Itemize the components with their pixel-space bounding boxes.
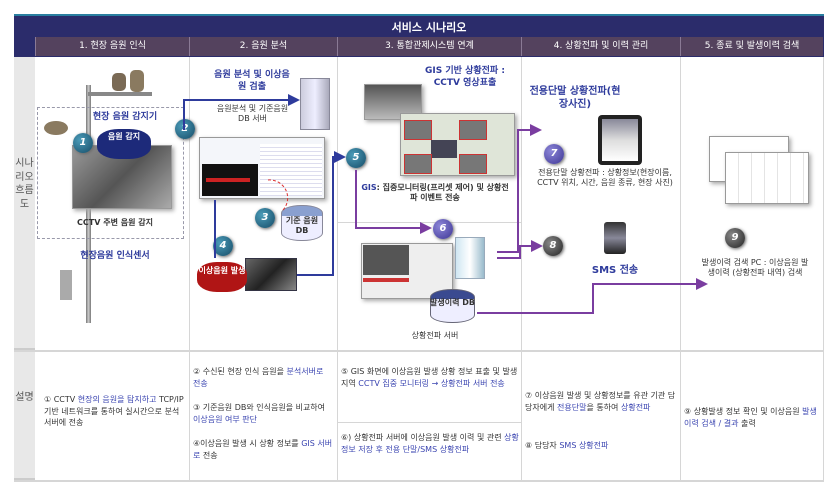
diagram-title: 서비스 시나리오 xyxy=(391,21,467,34)
sensor-caption: 현장음원 인식센서 xyxy=(80,251,150,261)
gis-title: GIS 기반 상황전파 : CCTV 영상표출 xyxy=(425,66,505,88)
arrow-6 xyxy=(355,170,432,234)
step-1-badge: 1 xyxy=(73,133,93,153)
column-header-2: 2. 음원 분석 xyxy=(189,37,337,56)
reference-db-icon xyxy=(281,205,323,241)
microphone-icon xyxy=(44,121,68,135)
step-5-badge: 5 xyxy=(346,148,366,168)
step-4-badge: 4 xyxy=(213,236,233,256)
detect-burst: 음원 감지 xyxy=(97,129,151,159)
sms-caption: SMS 전송 xyxy=(591,265,639,276)
cctv-caption: CCTV 주변 음원 감지 xyxy=(77,218,153,227)
search-caption: 발생이력 검색 PC : 이상음원 발생이력 (상황전파 내역) 검색 xyxy=(701,258,809,278)
step-8-badge: 8 xyxy=(543,236,563,256)
db-label: 기준 음원DB xyxy=(285,216,319,236)
desc-step-1: ① CCTV 현장의 음원을 탐지하고 TCP/IP기반 네트워크를 통하여 실… xyxy=(44,395,184,428)
cctv-camera-icon xyxy=(130,70,144,92)
gis-map-image xyxy=(400,113,515,176)
step-9-badge: 9 xyxy=(725,228,745,248)
tablet-icon xyxy=(598,115,642,165)
step-6-badge: 6 xyxy=(433,219,453,239)
abnormal-scene-image xyxy=(245,258,297,291)
abnormal-burst: 이상음원 발생 xyxy=(197,262,247,292)
desc-step-8: ⑧ 담당자 SMS 상황전파 xyxy=(525,441,609,450)
phone-icon xyxy=(604,222,626,254)
analysis-title: 음원 분석 및 이상음원 검출 xyxy=(214,70,290,92)
dispatch-server-icon xyxy=(455,237,485,279)
desc-step-2: ② 수신된 현장 인식 음원을 분석서버로 전송 xyxy=(193,367,324,388)
step-3-badge: 3 xyxy=(255,208,275,228)
analysis-server-icon xyxy=(300,78,330,130)
gis-caption-lead: GIS xyxy=(361,183,377,192)
step-7-badge: 7 xyxy=(544,144,564,164)
desc-step-7: ⑦ 이상음원 발생 및 상황정보를 유관 기관 담당자에게 전용단말을 통하여 … xyxy=(525,391,676,412)
title-bar: 서비스 시나리오 xyxy=(14,14,824,36)
cctv-camera-icon xyxy=(112,73,126,91)
search-pc-screen xyxy=(725,152,809,204)
desc-step-6: ⑥) 상황전파 서버에 이상음원 발생 이력 및 관련 상황정보 저장 후 전용… xyxy=(341,433,519,454)
arrow-8 xyxy=(497,240,543,259)
server-caption: 음원분석 및 기준음원 DB 서버 xyxy=(216,104,289,124)
column-header-3: 3. 통합관제시스템 연계 xyxy=(337,37,521,56)
desc-step-4: ④이상음원 발생 시 상황 정보를 GIS 서버로 전송 xyxy=(193,439,333,460)
desc-step-5: ⑤ GIS 화면에 이상음원 발생 상황 정보 표출 및 발생 지역 CCTV … xyxy=(341,367,518,388)
analysis-screen-image xyxy=(199,137,325,199)
arrow-2 xyxy=(183,94,300,130)
dispatch-server-caption: 상황전파 서버 xyxy=(411,331,459,340)
arrow-7 xyxy=(497,124,542,253)
column-header-4: 4. 상황전파 및 이력 관리 xyxy=(521,37,680,56)
row-label-flow: 시나리오 흐름도 xyxy=(14,57,35,350)
terminal-title: 전용단말 상황전파(현장사진) xyxy=(529,86,621,110)
arrow-5 xyxy=(297,151,346,276)
gis-caption: : 집중모니터링(프리셋 제어) 및 상황전파 이벤트 전송 xyxy=(376,183,509,203)
column-header-1: 1. 현장 음원 인식 xyxy=(35,37,189,56)
terminal-caption: 전용단말 상황전파 : 상황정보(현장이름, CCTV 위치, 시간, 음원 종… xyxy=(537,168,673,188)
detector-title: 현장 음원 감지기 xyxy=(92,112,158,122)
desc-step-3: ③ 기준음원 DB와 인식음원을 비교하여 이상음원 여부 판단 xyxy=(193,403,326,424)
history-db-label: 발생이력 DB xyxy=(430,298,475,307)
detector-group xyxy=(37,107,184,239)
row-label-desc: 설명 xyxy=(14,350,35,480)
column-header-5: 5. 종료 및 발생이력 검색 xyxy=(680,37,823,56)
arrow-9 xyxy=(477,278,708,314)
history-db-icon xyxy=(430,289,475,323)
desc-step-9: ⑨ 상황발생 정보 확인 및 이상음원 발생이력 검색 / 결과 출력 xyxy=(684,407,817,428)
